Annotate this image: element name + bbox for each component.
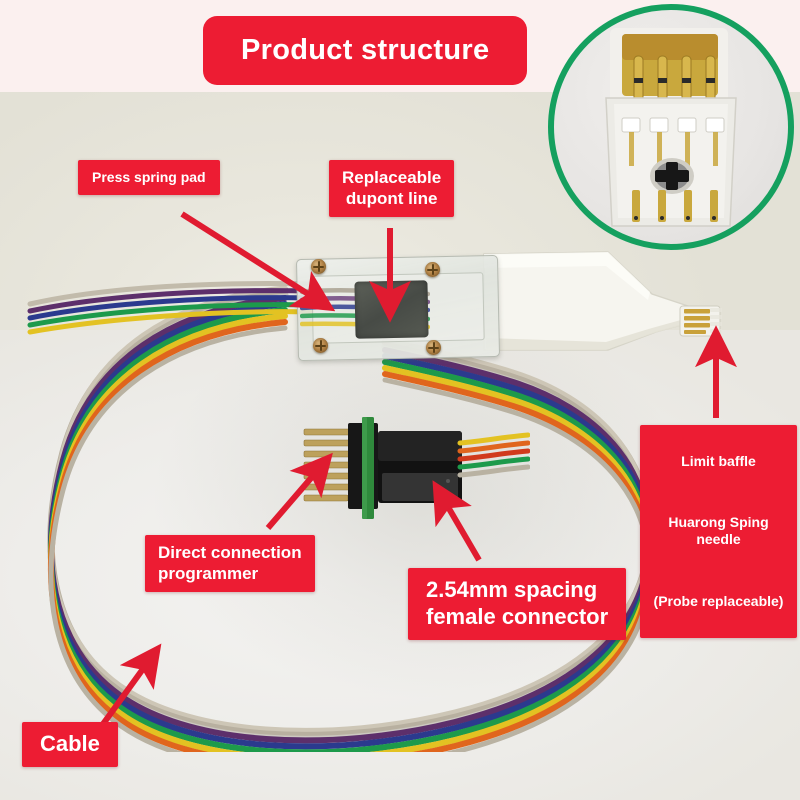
title-banner: Product structure [203, 16, 528, 86]
callout-female-connector: 2.54mm spacing female connector [408, 568, 627, 640]
gold-pin-header [303, 428, 353, 502]
limit-baffle-line-2: Huarong Sping needle [668, 514, 769, 548]
screw-top-left [311, 259, 326, 274]
screw-bottom-right [426, 340, 441, 355]
limit-baffle-line-1: Limit baffle [681, 453, 756, 470]
connector-module [303, 417, 530, 519]
screw-bottom-left [313, 338, 328, 353]
callout-direct-connection-programmer: Direct connection programmer [145, 535, 315, 593]
callout-replaceable-dupont-line: Replaceable dupont line [329, 160, 455, 218]
cable-entry-wires [27, 281, 315, 335]
dark-component-block [354, 280, 429, 339]
screw-top-right [425, 262, 440, 277]
limit-baffle-line-3: (Probe replaceable) [653, 592, 784, 609]
inset-green-ring [548, 4, 794, 250]
callout-limit-baffle: Limit baffle Huarong Sping needle (Probe… [640, 425, 797, 638]
probe-tip-pins [679, 305, 722, 337]
callout-cable: Cable [22, 722, 118, 767]
callout-press-spring-pad: Press spring pad [78, 160, 220, 196]
probe-closeup-inset [548, 4, 794, 250]
